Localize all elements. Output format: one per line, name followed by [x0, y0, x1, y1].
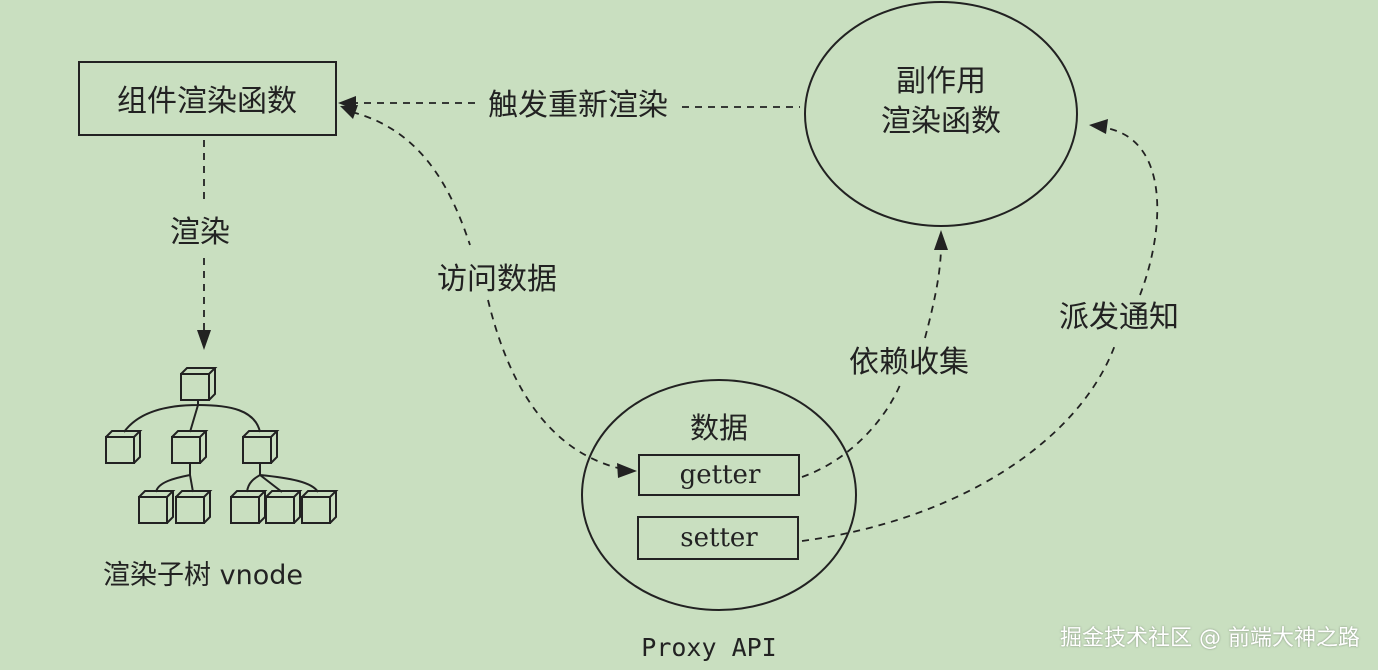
vnode-root: [180, 367, 218, 401]
vnode-leaf-4: [265, 490, 303, 524]
render-arrowhead: [197, 330, 211, 350]
edge-rerender: 触发重新渲染: [338, 88, 800, 123]
data-title: 数据: [690, 411, 748, 445]
effect-function-node: 副作用 渲染函数: [804, 1, 1078, 227]
vnode-tree: [105, 367, 339, 524]
getter-label: getter: [680, 460, 761, 490]
vnode-child-1: [105, 430, 143, 464]
proxy-api-label: Proxy API: [641, 633, 776, 662]
access-data-arrowhead: [617, 463, 637, 478]
edge-access-data: 访问数据: [340, 105, 637, 478]
vnode-leaf-1: [138, 490, 176, 524]
vnode-leaf-3: [230, 490, 268, 524]
edge-render: 渲染: [170, 140, 230, 350]
vnode-leaf-2: [175, 490, 213, 524]
setter-label: setter: [680, 523, 758, 553]
dep-collect-label: 依赖收集: [849, 345, 969, 380]
effect-function-label-line2: 渲染函数: [881, 104, 1001, 139]
access-origin-arrowhead: [340, 105, 358, 119]
render-function-label: 组件渲染函数: [117, 84, 297, 119]
data-node: 数据 getter setter: [581, 379, 857, 611]
render-label: 渲染: [170, 215, 230, 250]
vnode-child-3: [242, 430, 280, 464]
render-function-node: 组件渲染函数: [78, 61, 337, 136]
dispatch-notify-arrowhead: [1089, 119, 1108, 134]
dispatch-notify-label: 派发通知: [1059, 300, 1179, 335]
edge-dispatch-notify: 派发通知: [801, 119, 1179, 542]
vnode-tree-label: 渲染子树 vnode: [103, 560, 303, 591]
vnode-leaf-5: [301, 490, 339, 524]
access-data-label: 访问数据: [437, 262, 557, 297]
edge-dep-collect: 依赖收集: [801, 230, 969, 478]
watermark: 掘金技术社区 @ 前端大神之路: [1060, 626, 1360, 651]
rerender-label: 触发重新渲染: [488, 88, 668, 123]
getter-box: [638, 454, 800, 496]
effect-function-label-line1: 副作用: [896, 64, 986, 99]
dep-collect-arrowhead: [934, 230, 948, 250]
setter-box: [637, 516, 799, 560]
vnode-child-2: [171, 430, 209, 464]
